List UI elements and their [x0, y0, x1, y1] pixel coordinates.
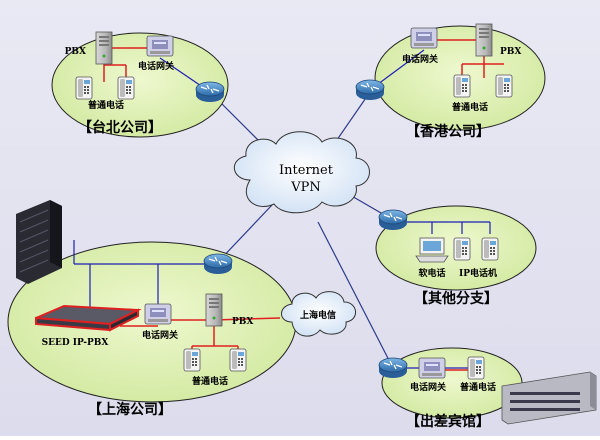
hotel-location — [381, 347, 523, 419]
gateway-label: 电话网关 — [138, 60, 174, 72]
phone-icon — [467, 356, 485, 380]
gateway-label: 电话网关 — [142, 329, 178, 341]
gateway-icon — [410, 27, 438, 49]
pbx-icon — [475, 23, 493, 57]
shanghai-devices — [35, 240, 281, 372]
gateway-icon — [144, 303, 172, 325]
phone-icon — [117, 76, 135, 100]
seed-ippbx-icon — [35, 304, 142, 332]
phone-icon — [183, 348, 201, 372]
phone-icon — [75, 76, 93, 100]
internet-cloud — [234, 131, 370, 214]
pbx-label: PBX — [65, 47, 86, 57]
phone-icon — [229, 348, 247, 372]
telecom-cloud — [281, 291, 356, 337]
hongkong-title: 【香港公司】 — [406, 123, 490, 140]
gateway-icon — [418, 357, 446, 379]
ip-phone-icon — [481, 237, 499, 261]
taipei-devices — [75, 31, 225, 103]
phone-label: 普通电话 — [452, 101, 488, 113]
router-icon — [378, 209, 408, 231]
server-rack-icon — [16, 200, 62, 284]
phone-label: 普通电话 — [460, 381, 496, 393]
seed-label: SEED IP-PBX — [42, 338, 109, 348]
pbx-label: PBX — [232, 317, 253, 327]
hotel-devices — [378, 356, 597, 425]
phone-label: 普通电话 — [192, 375, 228, 387]
hotel-title: 【出差宾馆】 — [406, 413, 490, 430]
telecom-label: 上海电信 — [300, 309, 336, 321]
branch-title: 【其他分支】 — [414, 290, 498, 307]
gateway-icon — [146, 35, 174, 57]
pbx-icon — [205, 293, 223, 327]
phone-label: 普通电话 — [88, 99, 124, 111]
pbx-icon — [95, 31, 113, 65]
softphone-label: 软电话 — [418, 267, 445, 279]
pbx-label: PBX — [500, 47, 521, 57]
router-icon — [378, 357, 408, 379]
ip-phone-icon — [453, 237, 471, 261]
ipphone-label: IP电话机 — [459, 267, 497, 279]
internet-label: Internet — [279, 163, 334, 178]
vpn-label: VPN — [290, 180, 321, 195]
taipei-title: 【台北公司】 — [78, 119, 162, 136]
hongkong-devices — [355, 23, 513, 101]
building-icon — [501, 371, 597, 425]
laptop-icon — [415, 237, 449, 263]
gateway-label: 电话网关 — [402, 53, 438, 65]
phone-icon — [453, 74, 471, 98]
shanghai-title: 【上海公司】 — [88, 401, 172, 418]
router-icon — [355, 79, 385, 101]
router-icon — [195, 81, 225, 103]
branch-devices — [378, 209, 499, 263]
phone-icon — [495, 74, 513, 98]
gateway-label: 电话网关 — [410, 381, 446, 393]
router-icon — [203, 253, 233, 275]
